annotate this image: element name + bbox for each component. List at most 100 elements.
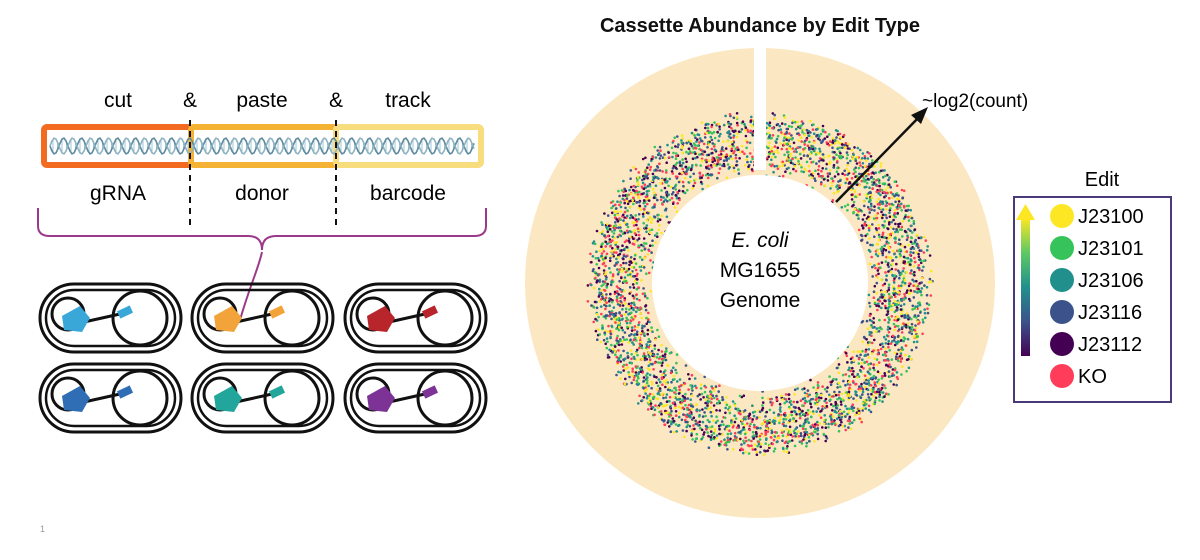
abundance-point (879, 193, 882, 197)
abundance-point (622, 369, 625, 372)
abundance-point (788, 132, 791, 135)
abundance-point (647, 345, 651, 349)
abundance-point (897, 225, 900, 228)
abundance-point (617, 349, 620, 352)
abundance-point (824, 439, 827, 443)
abundance-point (649, 404, 653, 408)
abundance-point (720, 420, 724, 423)
abundance-point (645, 316, 648, 320)
abundance-point (755, 435, 758, 438)
abundance-point (827, 426, 830, 429)
abundance-point (894, 268, 898, 271)
abundance-point (788, 425, 792, 429)
abundance-point (619, 339, 622, 343)
abundance-point (787, 124, 791, 128)
abundance-point (874, 183, 878, 186)
abundance-point (653, 205, 656, 209)
abundance-point (716, 160, 720, 164)
abundance-point (612, 306, 616, 309)
abundance-point (848, 407, 851, 411)
abundance-point (648, 340, 652, 343)
abundance-point (886, 255, 890, 259)
abundance-point (632, 184, 636, 188)
abundance-point (897, 200, 901, 203)
abundance-point (779, 410, 782, 413)
dna-strand (83, 392, 121, 404)
abundance-point (645, 388, 648, 391)
legend-swatch (1050, 300, 1074, 324)
abundance-point (718, 384, 721, 388)
abundance-point (793, 410, 797, 414)
abundance-point (785, 428, 788, 431)
abundance-point (884, 304, 887, 308)
abundance-point (905, 316, 908, 319)
abundance-point (703, 136, 707, 139)
abundance-point (727, 135, 731, 138)
abundance-point (744, 436, 747, 440)
abundance-point (893, 368, 897, 372)
abundance-point (875, 291, 878, 295)
abundance-point (630, 329, 634, 332)
abundance-point (822, 138, 825, 142)
abundance-point (693, 427, 696, 431)
abundance-point (602, 250, 606, 253)
abundance-point (773, 145, 777, 148)
abundance-point (859, 233, 863, 237)
abundance-point (885, 278, 888, 282)
abundance-point (647, 211, 650, 215)
abundance-point (900, 284, 903, 288)
abundance-point (676, 202, 679, 205)
abundance-point (605, 301, 608, 305)
abundance-point (793, 393, 796, 396)
abundance-point (787, 166, 790, 170)
abundance-point (900, 272, 903, 276)
abundance-point (630, 361, 633, 365)
abundance-point (828, 172, 832, 176)
abundance-point (909, 357, 913, 361)
abundance-point (629, 177, 632, 180)
abundance-point (925, 248, 929, 252)
abundance-point (883, 318, 887, 322)
abundance-point (887, 370, 891, 373)
abundance-point (775, 396, 778, 399)
abundance-point (615, 251, 618, 254)
abundance-point (870, 352, 874, 355)
abundance-point (803, 396, 807, 400)
abundance-point (850, 149, 854, 152)
cell-wall (349, 288, 482, 348)
abundance-point (880, 210, 883, 214)
abundance-point (601, 326, 604, 330)
abundance-point (758, 410, 762, 414)
abundance-point (872, 321, 875, 324)
abundance-point (838, 390, 841, 394)
abundance-point (872, 349, 875, 352)
abundance-point (688, 424, 692, 428)
abundance-point (887, 393, 890, 396)
abundance-point (635, 297, 639, 301)
abundance-point (745, 146, 748, 150)
abundance-point (730, 127, 733, 130)
abundance-point (902, 261, 905, 265)
abundance-point (865, 338, 868, 341)
abundance-point (645, 322, 648, 326)
abundance-point (643, 332, 646, 336)
abundance-point (706, 431, 709, 434)
abundance-point (741, 422, 744, 426)
abundance-point (868, 305, 872, 308)
abundance-point (648, 368, 651, 372)
abundance-point (781, 174, 785, 178)
abundance-point (717, 424, 721, 428)
abundance-point (623, 201, 626, 205)
abundance-point (649, 259, 652, 262)
abundance-point (852, 168, 856, 171)
abundance-point (717, 399, 721, 403)
abundance-point (913, 256, 916, 260)
abundance-point (610, 343, 613, 347)
abundance-point (720, 440, 723, 443)
abundance-point (605, 337, 609, 340)
abundance-point (636, 227, 640, 230)
abundance-point (906, 322, 910, 325)
abundance-point (613, 236, 616, 240)
abundance-point (619, 287, 622, 291)
abundance-point (623, 210, 627, 214)
